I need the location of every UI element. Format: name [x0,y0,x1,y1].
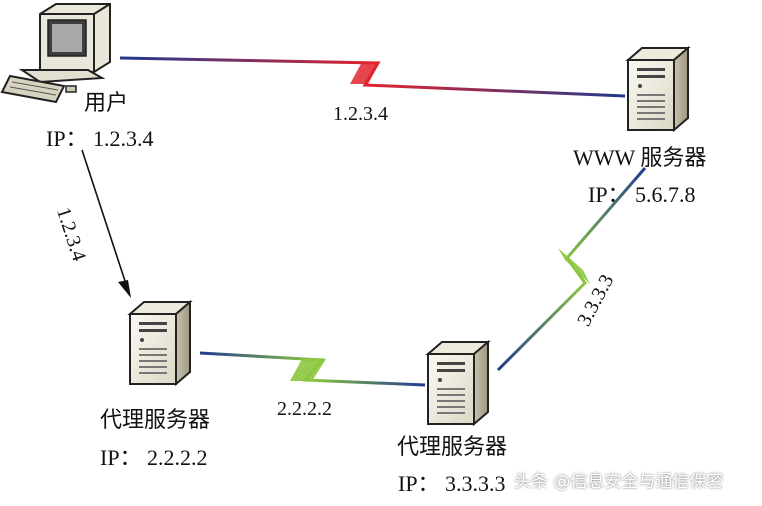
link-proxy1-proxy2-bolt [290,359,326,381]
arrow-icon [118,280,131,298]
computer-icon [0,3,111,104]
link-user-www-bolt [350,62,380,84]
proxy2-ip: IP： 3.3.3.3 [398,471,506,496]
www-server-ip: IP： 5.6.7.8 [588,182,696,207]
proxy1-label: 代理服务器 [100,407,211,432]
user-label: 用户 [84,90,129,115]
link-proxy2-www-bolt [558,248,590,284]
watermark: 头条 @信息安全与通信保密 [514,472,724,492]
proxy1-ip: IP： 2.2.2.2 [100,445,208,470]
proxy2-label: 代理服务器 [397,434,508,459]
proxy1-server-icon [129,301,191,385]
www-server-icon [627,47,689,131]
proxy2-server-icon [427,341,489,425]
link-user-www-label: 1.2.3.4 [333,103,388,125]
arrow-user-proxy1 [81,149,127,285]
user-ip: IP： 1.2.3.4 [46,126,154,151]
link-proxy1-proxy2-label: 2.2.2.2 [277,398,332,420]
www-server-label: WWW 服务器 [573,145,707,170]
